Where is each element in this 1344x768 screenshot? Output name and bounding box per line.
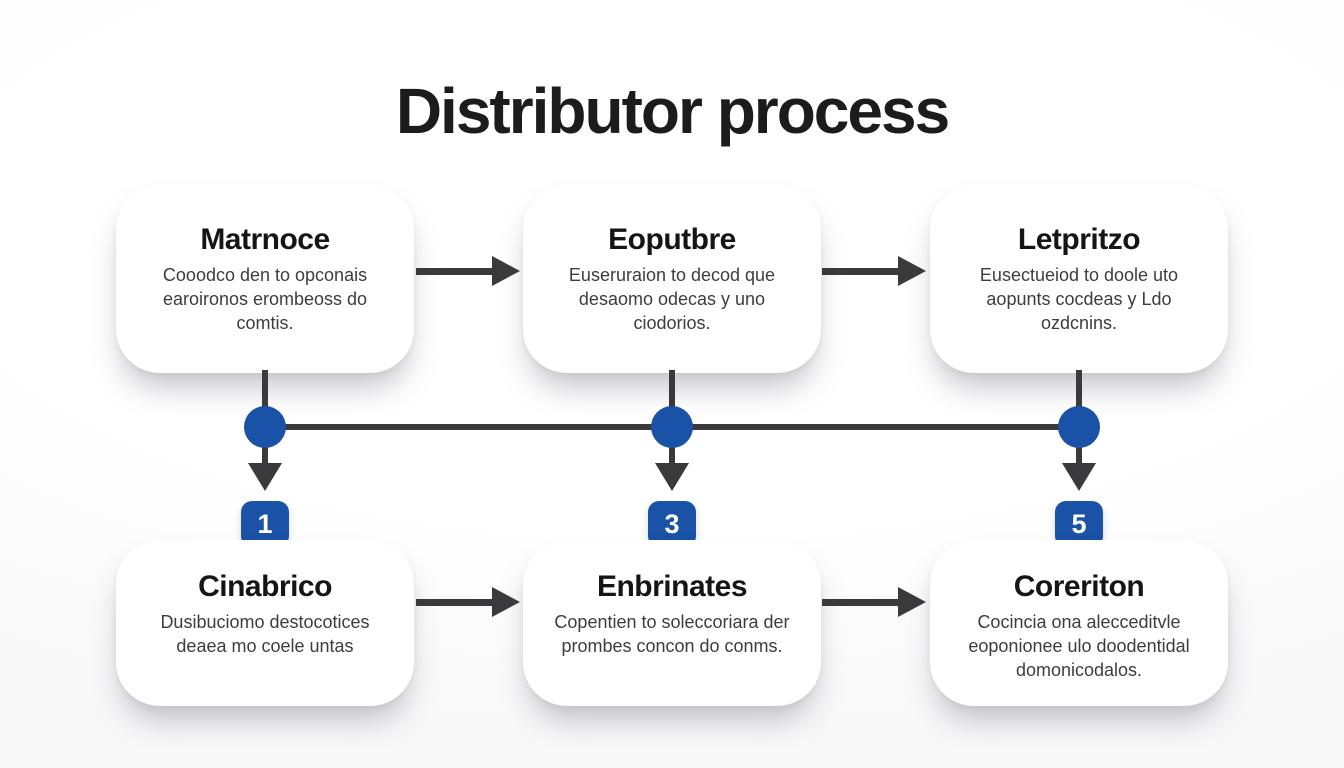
- arrow-shaft: [416, 268, 492, 275]
- card-title: Enbrinates: [596, 570, 748, 603]
- right-arrow-icon: [822, 587, 926, 617]
- step-number-badge: 1: [241, 501, 289, 547]
- card-title: Matrnoce: [200, 223, 330, 256]
- process-card-letpritzo: Letpritzo Eusectueiod to doole uto aopun…: [930, 185, 1228, 373]
- arrow-shaft: [822, 268, 898, 275]
- down-arrow-icon: [248, 463, 282, 491]
- down-arrow-icon: [655, 463, 689, 491]
- arrow-shaft: [416, 599, 492, 606]
- process-card-coreriton: Coreriton Cocincia ona alecceditvle eopo…: [930, 540, 1228, 706]
- down-arrow-icon: [1062, 463, 1096, 491]
- card-title: Cinabrico: [198, 570, 332, 603]
- arrow-head: [898, 587, 926, 617]
- junction-dot: [651, 406, 693, 448]
- step-number-badge: 5: [1055, 501, 1103, 547]
- process-card-matrnoce: Matrnoce Cooodco den to opconais earoiro…: [116, 185, 414, 373]
- arrow-shaft: [822, 599, 898, 606]
- card-description: Cooodco den to opconais earoironos eromb…: [162, 265, 368, 333]
- process-card-enbrinates: Enbrinates Copentien to soleccoriara der…: [523, 540, 821, 706]
- page-title: Distributor process: [395, 75, 950, 147]
- process-card-cinabrico: Cinabrico Dusibuciomo destocotices deaea…: [116, 540, 414, 706]
- card-title: Eoputbre: [608, 223, 736, 256]
- card-description: Copentien to soleccoriara der prombes co…: [554, 612, 790, 656]
- card-description: Dusibuciomo destocotices deaea mo coele …: [160, 612, 370, 656]
- step-number-badge: 3: [648, 501, 696, 547]
- junction-dot: [1058, 406, 1100, 448]
- card-description: Cocincia ona alecceditvle eoponionee ulo…: [968, 612, 1190, 680]
- right-arrow-icon: [416, 256, 520, 286]
- card-description: Euseruraion to decod que desaomo odecas …: [568, 265, 776, 333]
- arrow-head: [492, 587, 520, 617]
- right-arrow-icon: [416, 587, 520, 617]
- card-title: Letpritzo: [1017, 223, 1141, 256]
- right-arrow-icon: [822, 256, 926, 286]
- arrow-head: [492, 256, 520, 286]
- arrow-head: [898, 256, 926, 286]
- card-description: Eusectueiod to doole uto aopunts cocdeas…: [979, 265, 1179, 333]
- process-card-eoputbre: Eoputbre Euseruraion to decod que desaom…: [523, 185, 821, 373]
- junction-dot: [244, 406, 286, 448]
- card-title: Coreriton: [1013, 570, 1145, 603]
